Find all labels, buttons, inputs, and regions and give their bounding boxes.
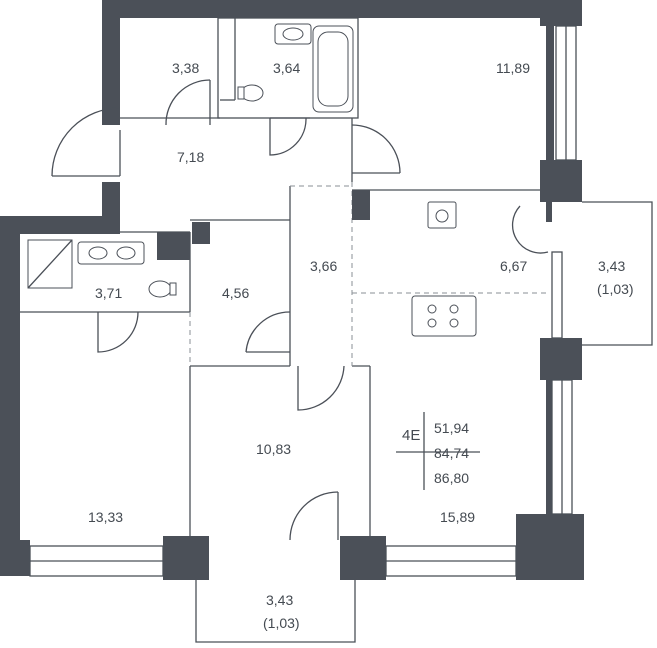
room-area-living-room: 15,89 bbox=[440, 509, 475, 525]
partitions bbox=[20, 17, 545, 540]
room-area-hall-2: 4,56 bbox=[222, 285, 249, 301]
room-area-hall-closet: 3,38 bbox=[172, 60, 199, 76]
balconies bbox=[195, 201, 653, 643]
fixtures bbox=[27, 23, 477, 337]
room-labels: 3,38 3,64 11,89 7,18 3,71 4,56 3,66 6,67… bbox=[88, 60, 634, 631]
area-summary: 4Е 51,94 84,74 86,80 bbox=[396, 412, 480, 490]
total-area: 84,74 bbox=[434, 445, 469, 461]
windows bbox=[29, 25, 577, 577]
room-area-balcony-right-sub: (1,03) bbox=[597, 281, 634, 297]
doors bbox=[51, 79, 549, 541]
room-area-bedroom-1: 11,89 bbox=[496, 60, 530, 76]
room-area-bedroom-2: 10,83 bbox=[256, 441, 291, 457]
apartment-type: 4Е bbox=[402, 427, 420, 444]
toilet-icon-2 bbox=[148, 280, 172, 298]
room-area-balcony-right: 3,43 bbox=[598, 258, 625, 274]
room-area-bedroom-3: 13,33 bbox=[88, 509, 123, 525]
stove-icon bbox=[411, 295, 477, 337]
room-area-corridor-2: 3,66 bbox=[310, 258, 337, 274]
room-area-balcony-bottom-sub: (1,03) bbox=[263, 615, 300, 631]
room-area-bathroom-1: 3,64 bbox=[273, 60, 300, 76]
room-area-balcony-bottom: 3,43 bbox=[266, 592, 293, 608]
walls bbox=[0, 0, 584, 580]
total-area-with-balconies: 86,80 bbox=[434, 470, 469, 486]
room-area-corridor-1: 7,18 bbox=[177, 149, 204, 165]
room-area-bathroom-2: 3,71 bbox=[95, 285, 122, 301]
living-area: 51,94 bbox=[434, 420, 469, 436]
room-area-kitchen: 6,67 bbox=[500, 258, 527, 274]
